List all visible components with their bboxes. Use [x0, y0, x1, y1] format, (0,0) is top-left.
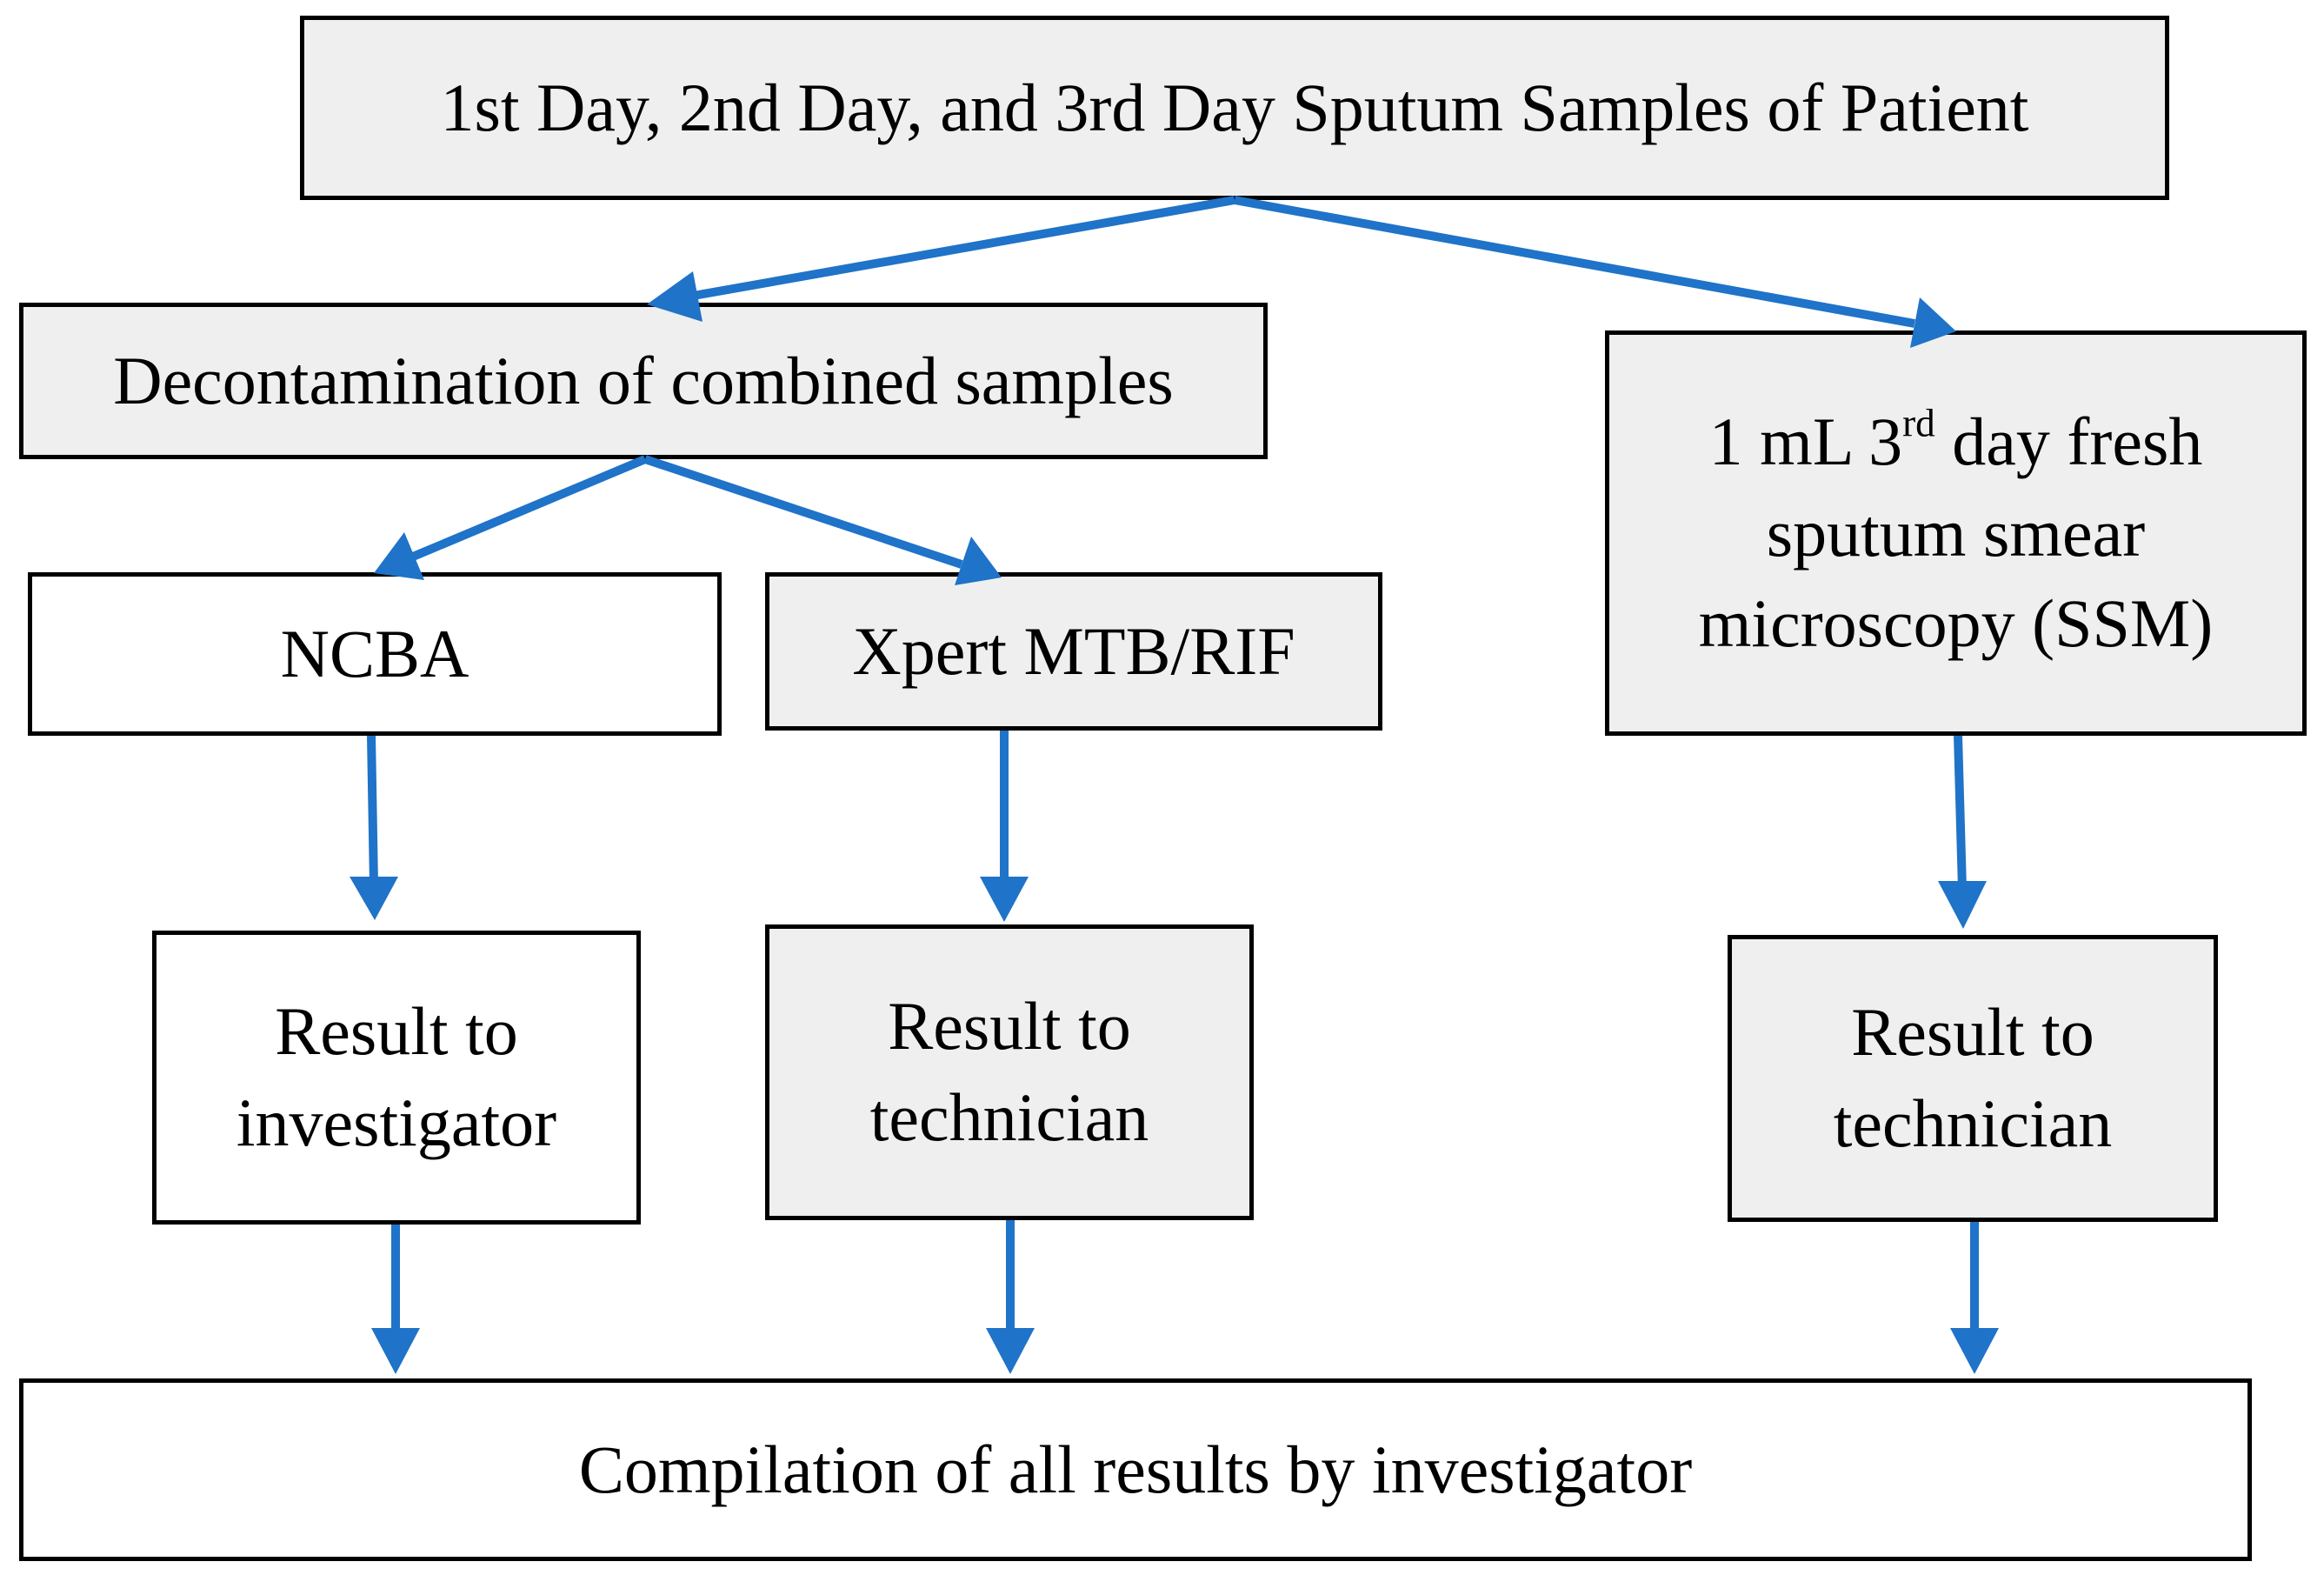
node-xpert-label: Xpert MTB/RIF [852, 612, 1295, 689]
arrow-ncba-to-result [367, 735, 378, 885]
arrowhead-decontamination [647, 271, 703, 322]
node-ssm: 1 mL 3rd day fresh sputum smear microsco… [1605, 330, 2307, 736]
node-ssm-superscript: rd [1902, 401, 1935, 445]
node-ncba: NCBA [28, 572, 722, 736]
arrowhead-ssm [1910, 297, 1956, 348]
arrowhead-ssm-compilation [1950, 1328, 1999, 1374]
arrowhead-ncba [374, 532, 424, 580]
node-ssm-line1: 1 mL 3rd day fresh [1709, 397, 2203, 488]
node-ncba-result-line1: Result to [275, 993, 518, 1070]
arrowhead-ssm-result [1938, 881, 1987, 929]
node-xpert-result: Result to technician [765, 924, 1254, 1220]
arrow-samples-to-ssm [1234, 196, 1915, 328]
node-compilation-label: Compilation of all results by investigat… [578, 1431, 1693, 1507]
node-ssm-line3: microscopy (SSM) [1698, 585, 2214, 662]
arrowhead-xpert-result [980, 877, 1029, 922]
arrowhead-ncba-result [350, 877, 398, 920]
node-ncba-result-line2: investigator [236, 1084, 557, 1160]
node-ssm-result-line2: technician [1833, 1085, 2113, 1161]
node-ssm-line1-suffix: day fresh [1934, 404, 2203, 480]
node-sputum-samples-label: 1st Day, 2nd Day, and 3rd Day Sputum Sam… [440, 69, 2029, 145]
arrowhead-xpert [955, 537, 1002, 585]
node-xpert: Xpert MTB/RIF [765, 572, 1382, 731]
arrow-decontamination-to-ncba [411, 455, 647, 561]
node-decontamination-label: Decontamination of combined samples [113, 342, 1174, 418]
arrow-decontamination-to-xpert [643, 455, 963, 569]
node-ssm-line2: sputum smear [1766, 494, 2146, 571]
node-sputum-samples: 1st Day, 2nd Day, and 3rd Day Sputum Sam… [300, 16, 2169, 200]
node-xpert-result-line1: Result to [888, 988, 1131, 1064]
node-ncba-label: NCBA [280, 615, 469, 691]
arrow-ssm-to-result [1954, 735, 1967, 890]
arrow-samples-to-decontamination [688, 196, 1235, 301]
node-xpert-result-line2: technician [869, 1079, 1149, 1155]
node-ssm-result-line1: Result to [1851, 994, 2094, 1071]
node-ncba-result: Result to investigator [152, 931, 641, 1225]
node-ssm-result: Result to technician [1728, 935, 2218, 1222]
arrowhead-ncba-compilation [371, 1328, 420, 1374]
node-ssm-line1-prefix: 1 mL 3 [1708, 404, 1903, 480]
arrowhead-xpert-compilation [986, 1328, 1035, 1374]
node-compilation: Compilation of all results by investigat… [19, 1378, 2252, 1561]
